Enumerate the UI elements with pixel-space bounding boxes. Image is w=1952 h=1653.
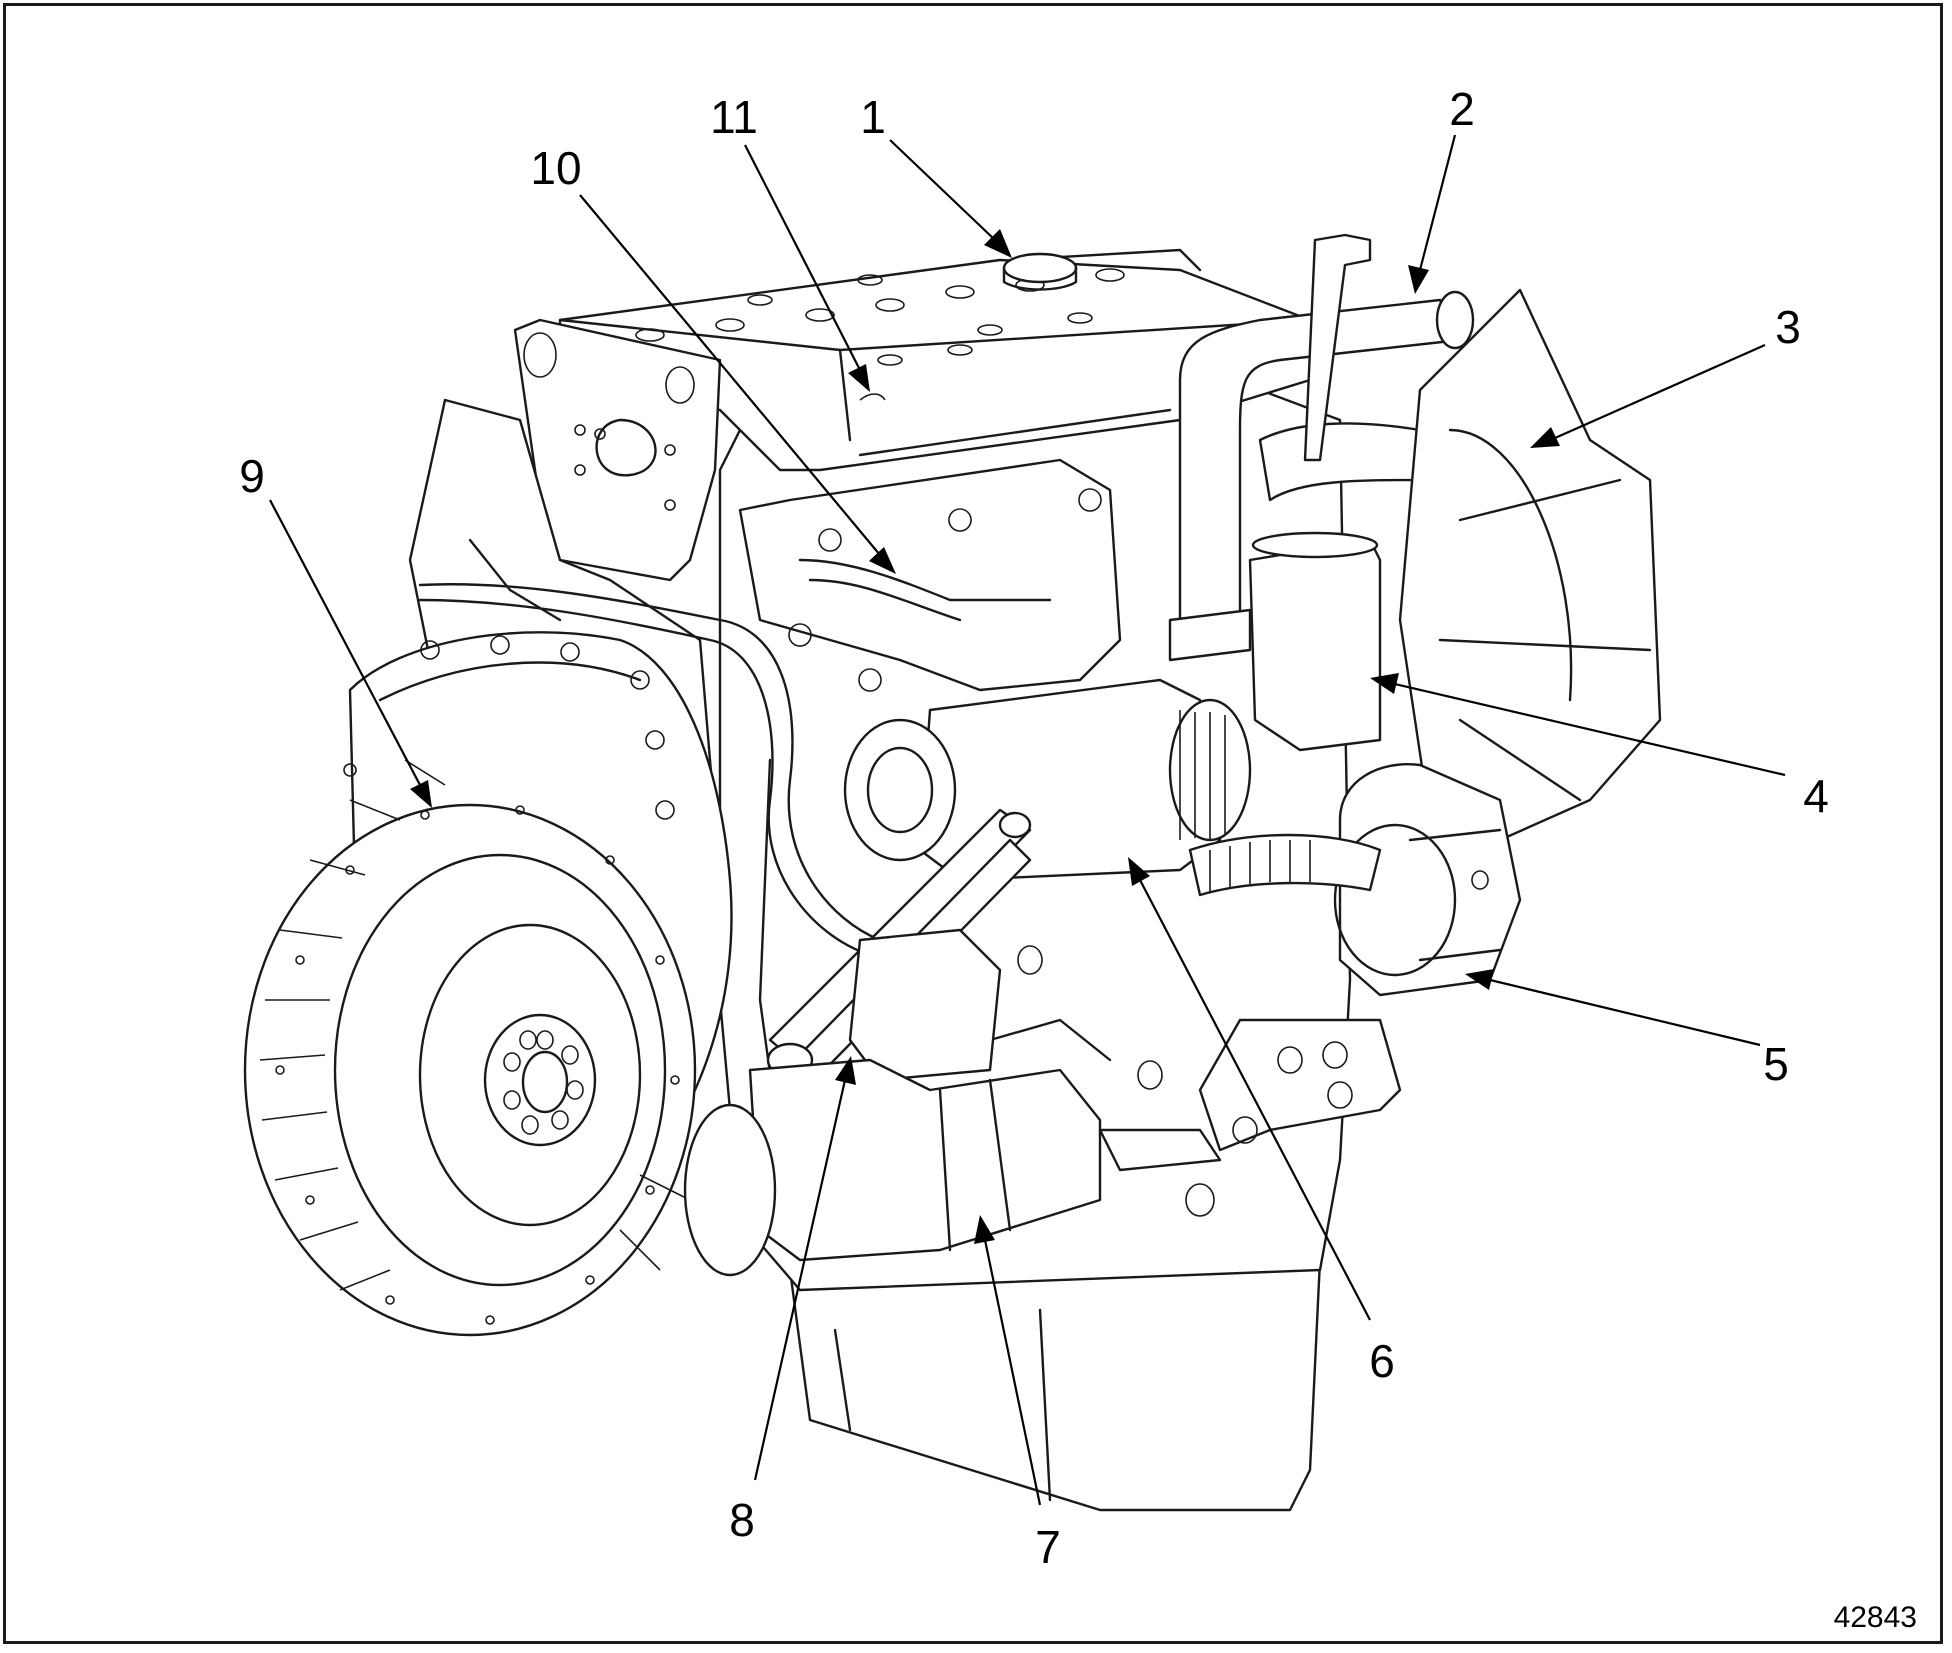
- fan: [1398, 288, 1662, 842]
- callout-7: 7: [1035, 1521, 1061, 1573]
- arrow-8: [835, 1056, 856, 1085]
- callout-3: 3: [1775, 301, 1801, 353]
- arrow-11: [848, 364, 870, 392]
- leader-11: [744, 144, 861, 371]
- arrow-4: [1370, 673, 1399, 694]
- leader-3: [1554, 343, 1766, 440]
- leader-1: [889, 139, 996, 241]
- figure-id: 42843: [1834, 1601, 1917, 1634]
- arrow-3: [1530, 427, 1560, 448]
- leader-4: [1394, 682, 1786, 777]
- leader-lines: [269, 134, 1786, 1506]
- arrow-5: [1465, 969, 1494, 990]
- dipstick-tube: [1303, 233, 1372, 462]
- arrow-7: [974, 1215, 995, 1244]
- leader-7: [983, 1239, 1042, 1506]
- lifting-bracket: [513, 318, 722, 582]
- leader-6: [1139, 879, 1371, 1321]
- intake-pipe: [1168, 290, 1475, 662]
- callout-11: 11: [710, 91, 758, 143]
- callout-8: 8: [729, 1494, 755, 1546]
- arrow-1: [984, 229, 1012, 258]
- callout-9: 9: [239, 450, 265, 502]
- rocker-cover-stud: [859, 393, 886, 401]
- thermostat-housing: [1248, 531, 1382, 752]
- oil-filler-cap: [1002, 252, 1078, 291]
- callout-4: 4: [1803, 770, 1829, 822]
- arrow-6: [1128, 857, 1150, 886]
- callout-1: 1: [860, 91, 886, 143]
- leader-10: [579, 194, 881, 556]
- leader-9: [269, 499, 421, 786]
- alternator: [1333, 763, 1522, 997]
- callout-2: 2: [1449, 83, 1475, 135]
- exhaust-manifold: [738, 458, 1122, 692]
- fuel-filter: [848, 928, 1163, 1090]
- fuel-lines: [418, 583, 882, 957]
- leader-8: [753, 1079, 847, 1481]
- arrow-10: [869, 547, 896, 574]
- arrow-2: [1408, 265, 1429, 294]
- oil-pan: [788, 1258, 1322, 1512]
- flywheel: [243, 759, 697, 1337]
- figure-frame: [3, 3, 1943, 1644]
- cylinder-head: [558, 248, 1312, 472]
- leader-2: [1418, 134, 1457, 271]
- leader-5: [1489, 978, 1761, 1047]
- callout-labels: 1 2 3 4 5 6 7 8 9 10 11: [239, 83, 1829, 1573]
- callout-6: 6: [1369, 1335, 1395, 1387]
- callout-5: 5: [1763, 1038, 1789, 1090]
- engine-mount: [1198, 1018, 1402, 1152]
- callout-10: 10: [530, 142, 581, 194]
- drive-belt: [1188, 833, 1382, 897]
- arrow-9: [410, 780, 432, 808]
